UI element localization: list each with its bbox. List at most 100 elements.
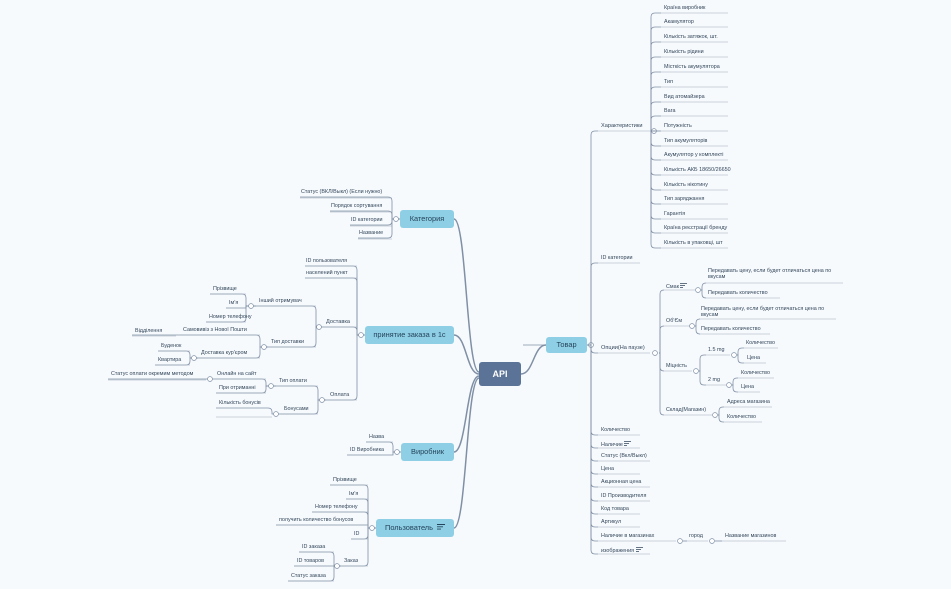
note-icon[interactable] — [436, 524, 445, 531]
inshyi-prizvyshche[interactable]: Прізвище — [213, 286, 237, 292]
note-icon[interactable] — [680, 283, 688, 290]
prinyatie-naselenyi-punkt[interactable]: населений пункт — [306, 270, 348, 276]
kurier-node[interactable]: Доставка кур'єром — [201, 350, 248, 356]
typ-dostavky[interactable]: Тип доставки — [271, 339, 304, 345]
zakaz-id-tovariv[interactable]: ID товаров — [297, 558, 324, 564]
link-api-kategoria — [453, 218, 480, 373]
tovar-nalychie[interactable]: Наличие — [600, 441, 632, 449]
kharakterystyka-item[interactable]: Тип заряджання — [664, 196, 705, 202]
tovar-kod[interactable]: Код товара — [601, 506, 629, 512]
inshyi-otrymuvach[interactable]: Інший отримувач — [259, 298, 302, 304]
tovar-nalychie-v-magazinah[interactable]: Наличие в магазинах — [601, 533, 655, 539]
kharakterystyka-item[interactable]: Кількість в упаковці, шт — [664, 240, 723, 246]
polzovatel-imya[interactable]: Імʼя — [349, 491, 359, 497]
inshyi-imya[interactable]: Імʼя — [229, 300, 239, 306]
tovar-nalychie-label: Наличие — [601, 442, 623, 449]
link-api-tovar — [520, 344, 547, 375]
tovar-gorod[interactable]: город — [689, 533, 703, 539]
branch-prinyatie-zakaza[interactable]: принятие заказа в 1с — [365, 326, 454, 344]
polzovatel-telefon[interactable]: Номер телефону — [315, 504, 358, 510]
sklad-adresa[interactable]: Адреса магазина — [727, 399, 770, 405]
mitsnist-2mg[interactable]: 2 mg — [708, 377, 720, 383]
collapse-toggle — [358, 332, 364, 338]
opcii-node[interactable]: Опции(На паузе) — [601, 345, 645, 351]
kilkist-bonusiv[interactable]: Кількість бонусів — [219, 400, 261, 406]
zakaz-id[interactable]: ID заказа — [302, 544, 326, 550]
link-api-vyrobnyk — [453, 375, 480, 453]
mitsnist-2mg-cena[interactable]: Цена — [741, 384, 754, 390]
kurier-budenok[interactable]: Буденок — [161, 343, 182, 349]
tovar-id-vyrobnyka[interactable]: ID Производителя — [601, 493, 647, 499]
samovyviz-node[interactable]: Самовивіз з Нової Пошти — [183, 327, 247, 333]
tovar-kilkist[interactable]: Количество — [601, 427, 630, 433]
zakaz-node[interactable]: Заказ — [344, 558, 359, 564]
kategoria-poryadok[interactable]: Порядок сортування — [331, 203, 383, 209]
mitsnist-1-5mg[interactable]: 1.5 mg — [708, 347, 725, 353]
kharakterystyka-item[interactable]: Місткість акумулятора — [664, 64, 720, 70]
pry-otrymanni[interactable]: При отриманні — [219, 385, 256, 391]
kharakterystyka-item[interactable]: Акамулятор — [664, 19, 694, 25]
smak-kilkist[interactable]: Передавать количество — [708, 290, 768, 296]
kharakterystyka-item[interactable]: Вид атомайзера — [664, 94, 705, 100]
branch-vyrobnyk[interactable]: Виробник — [401, 443, 454, 461]
kharakterystyka-item[interactable]: Гарантія — [664, 211, 686, 217]
inshyi-telefon[interactable]: Номер телефону — [209, 314, 252, 320]
branch-polzovatel[interactable]: Пользователь — [376, 519, 454, 537]
note-icon[interactable] — [635, 547, 643, 554]
tovar-id-kategorii[interactable]: ID категории — [601, 255, 633, 261]
kharakterystyka-item[interactable]: Вага — [664, 108, 676, 114]
branch-kategoria[interactable]: Категория — [400, 210, 454, 228]
mitsnist-1-5mg-kilkist[interactable]: Количество — [746, 340, 775, 346]
collapse-toggle — [334, 563, 340, 569]
obem-kilkist[interactable]: Передавать количество — [701, 326, 761, 332]
prinyatie-id-user[interactable]: ID пользователя — [306, 258, 348, 264]
sklad-kilkist[interactable]: Количество — [727, 414, 756, 420]
tovar-izobrazhenie[interactable]: изображения — [600, 547, 644, 555]
kategoria-nazvanie[interactable]: Название — [359, 230, 384, 236]
kharakterystyka-item[interactable]: Країна виробник — [664, 5, 706, 11]
tovar-artykul[interactable]: Артикул — [601, 519, 622, 525]
sklad-node[interactable]: Склад(Магазин) — [666, 407, 706, 413]
kharakterystyka-item[interactable]: Кількість рідини — [664, 49, 704, 55]
bonusamy[interactable]: Бонусами — [284, 406, 309, 412]
kategoria-id[interactable]: ID категории — [351, 217, 383, 223]
mitsnist-node[interactable]: Міцність — [666, 363, 687, 369]
dostavka-node[interactable]: Доставка — [326, 319, 351, 325]
obem-node[interactable]: ОбʼЄм — [666, 318, 683, 324]
smak-cena[interactable]: Передавать цену, если будет отличаться ц… — [708, 268, 832, 281]
kharakterystyka-item[interactable]: Акумулятор у комплекті — [664, 152, 724, 158]
vyrobnyk-id[interactable]: ID Виробника — [350, 447, 385, 453]
root-node-api[interactable]: API — [479, 362, 521, 386]
typ-oplaty[interactable]: Тип оплати — [279, 378, 307, 384]
branch-tovar[interactable]: Товар — [546, 337, 587, 353]
polzovatel-bonusy[interactable]: получить количество бонусов — [279, 517, 354, 523]
samovyviz-viddilennya[interactable]: Відділення — [135, 328, 163, 334]
kharakterystyka-item[interactable]: Кількість нікотину — [664, 182, 708, 188]
note-icon[interactable] — [624, 441, 632, 448]
mitsnist-2mg-kilkist[interactable]: Количество — [741, 370, 770, 376]
obem-cena[interactable]: Передавать цену, если будет отличаться ц… — [701, 306, 825, 319]
kharakterystyka-item[interactable]: Тип акумуляторів — [664, 138, 708, 144]
collapse-toggle — [268, 383, 274, 389]
oplata-node[interactable]: Оплата — [330, 392, 350, 398]
online-na-sait[interactable]: Онлайн на сайт — [217, 371, 257, 377]
tovar-cena[interactable]: Цена — [601, 466, 614, 472]
tovar-status[interactable]: Статус (Вкл/Выкл) — [601, 453, 647, 459]
vyrobnyk-nazva[interactable]: Назва — [369, 434, 385, 440]
kharakterystyka-item[interactable]: Тип — [664, 79, 673, 85]
kharakterystyka-item[interactable]: Кількість затяжок, шт. — [664, 34, 718, 40]
mitsnist-1-5mg-cena[interactable]: Цена — [747, 355, 760, 361]
polzovatel-prizvyshche[interactable]: Прізвище — [333, 477, 357, 483]
polzovatel-id[interactable]: ID — [354, 531, 360, 537]
kharakterystyka-item[interactable]: Кількість АКБ 18650/26650 — [664, 167, 731, 173]
kharakterystyka-item[interactable]: Потужність — [664, 123, 692, 129]
tovar-akciina-cena[interactable]: Акционная цена — [601, 479, 642, 485]
zakaz-status[interactable]: Статус заказа — [291, 573, 326, 579]
kurier-kvartyra[interactable]: Квартира — [158, 357, 182, 363]
tovar-nazvanie-magazinov[interactable]: Название магазинов — [725, 533, 777, 539]
kategoria-status[interactable]: Статус (ВКЛ/Выкл) (Если нужно) — [301, 189, 383, 195]
status-oplaty-okremym[interactable]: Статус оплати окремим методом — [111, 371, 194, 377]
kharakterystyky-node[interactable]: Характеристики — [601, 123, 643, 129]
kharakterystyka-item[interactable]: Країна реєстрації бренду — [664, 225, 728, 231]
smak-node[interactable]: Смак — [665, 283, 688, 291]
